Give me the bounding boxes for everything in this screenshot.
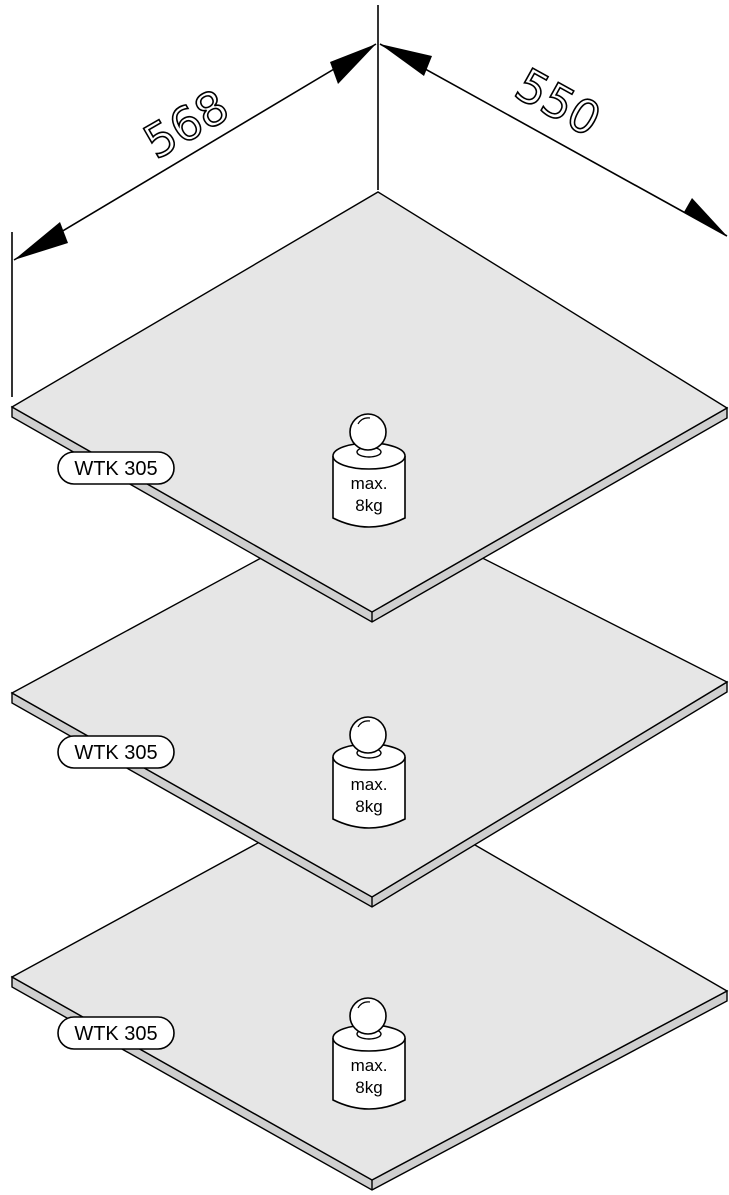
arrowhead-icon [330,44,376,84]
part-label-pill [57,735,175,769]
weight-limit-line2: 8kg [355,496,382,515]
part-label-text: WTK 305 [74,1023,157,1045]
shelf-middle: WTK 305 max. 8kg [10,499,729,908]
shelf-bottom: WTK 305 max. 8kg [10,782,729,1191]
dimension-label-568: 568 [135,79,238,170]
shelf-top-level: WTK 305 max. 8kg [10,191,729,623]
part-label-badge: WTK 305 [57,451,175,485]
weight-icon: max. 8kg [332,997,406,1110]
shelf-top [10,782,729,1181]
dimension-line-568 [13,43,377,261]
arrowhead-icon [380,44,432,76]
part-label-badge: WTK 305 [57,1016,175,1050]
part-label-pill [57,451,175,485]
arrowhead-icon [14,222,68,260]
weight-limit-line1: max. [351,474,388,493]
weight-limit-line2: 8kg [355,797,382,816]
dimension-550: 550 [379,43,728,237]
part-label-badge: WTK 305 [57,735,175,769]
part-label-pill [57,1016,175,1050]
weight-limit-line2: 8kg [355,1078,382,1097]
shelf-top [10,499,729,898]
weight-icon: max. 8kg [332,716,406,829]
shelf-top [10,191,729,613]
weight-limit-line1: max. [351,775,388,794]
weight-limit-line1: max. [351,1056,388,1075]
part-label-text: WTK 305 [74,742,157,764]
part-label-text: WTK 305 [74,458,157,480]
dimension-label-550: 550 [507,57,610,147]
arrowhead-icon [684,198,727,236]
weight-icon: max. 8kg [332,413,406,528]
dimension-line-550 [379,43,728,237]
